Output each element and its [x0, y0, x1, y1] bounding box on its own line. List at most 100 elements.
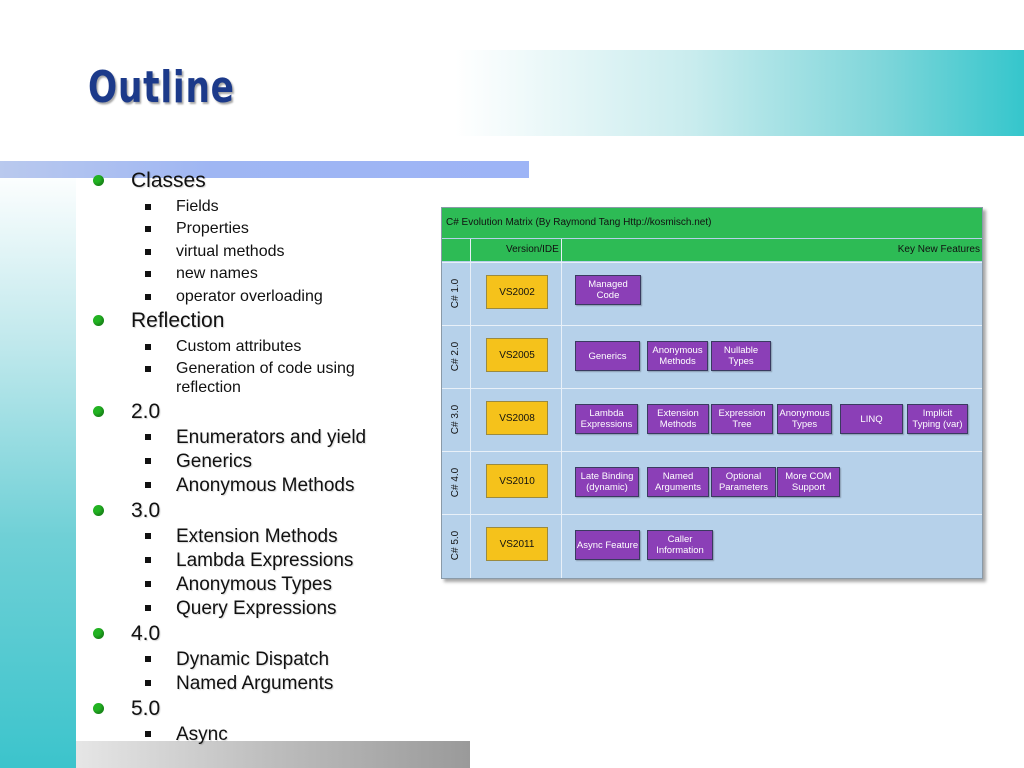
bullet-square-icon — [145, 458, 151, 464]
bullet-dot-icon — [93, 175, 104, 186]
outline-subitem: Fields — [145, 198, 219, 216]
outline-text: 4.0 — [131, 622, 161, 645]
matrix-row — [442, 451, 982, 515]
feature-box: Expression Tree — [711, 404, 773, 434]
feature-box: LINQ — [840, 404, 903, 434]
bullet-dot-icon — [93, 628, 104, 639]
outline-text: 5.0 — [131, 697, 161, 720]
version-label: C# 3.0 — [442, 388, 470, 451]
outline-subitem: Lambda Expressions — [145, 550, 354, 572]
bullet-square-icon — [145, 557, 151, 563]
matrix-divider — [470, 239, 471, 578]
outline-subitem: operator overloading — [145, 288, 323, 306]
outline-text: Dynamic Dispatch — [176, 649, 330, 670]
version-label-text: C# 1.0 — [450, 278, 462, 309]
outline-text: Anonymous Types — [176, 574, 332, 595]
outline-heading: Classes — [93, 169, 206, 193]
outline-text: Generation of code using — [176, 360, 355, 377]
bullet-square-icon — [145, 226, 151, 232]
feature-box: Optional Parameters — [711, 467, 776, 497]
bullet-square-icon — [145, 605, 151, 611]
outline-subitem: new names — [145, 265, 258, 283]
outline-text: operator overloading — [176, 288, 323, 305]
version-label: C# 4.0 — [442, 451, 470, 514]
ide-box: VS2010 — [486, 464, 548, 498]
version-label-text: C# 4.0 — [450, 467, 462, 498]
outline-text: Classes — [131, 169, 206, 192]
matrix-title: C# Evolution Matrix (By Raymond Tang Htt… — [446, 217, 712, 228]
left-gradient-strip — [0, 0, 76, 768]
outline-text: Fields — [176, 198, 219, 215]
matrix-row — [442, 325, 982, 389]
version-label-text: C# 5.0 — [450, 530, 462, 561]
matrix-row — [442, 388, 982, 452]
feature-box: Implicit Typing (var) — [907, 404, 968, 434]
version-label-text: C# 2.0 — [450, 341, 462, 372]
outline-text: Lambda Expressions — [176, 550, 354, 571]
title-band — [76, 50, 1024, 136]
feature-box: Caller Information — [647, 530, 713, 560]
outline-subitem: Anonymous Methods — [145, 475, 355, 497]
outline-text: Generics — [176, 451, 253, 472]
outline-text: Properties — [176, 220, 249, 237]
ide-box: VS2008 — [486, 401, 548, 435]
feature-box: Nullable Types — [711, 341, 771, 371]
matrix-col-version: Version/IDE — [506, 244, 559, 255]
outline-subitem: Custom attributes — [145, 338, 301, 356]
outline-text: 3.0 — [131, 499, 161, 522]
outline-subitem: Query Expressions — [145, 598, 337, 620]
outline-text: virtual methods — [176, 243, 285, 260]
bullet-square-icon — [145, 271, 151, 277]
version-label: C# 2.0 — [442, 325, 470, 388]
ide-box: VS2002 — [486, 275, 548, 309]
matrix-divider — [561, 239, 562, 578]
outline-subitem: Dynamic Dispatch — [145, 649, 330, 671]
outline-text: 2.0 — [131, 400, 161, 423]
outline-subitem: Async — [145, 724, 228, 746]
outline-text: Reflection — [131, 309, 225, 332]
feature-box: Anonymous Methods — [647, 341, 708, 371]
feature-box: Lambda Expressions — [575, 404, 638, 434]
outline-text: new names — [176, 265, 258, 282]
bullet-square-icon — [145, 434, 151, 440]
outline-heading: 4.0 — [93, 622, 161, 646]
outline-subitem-continuation: reflection — [176, 379, 241, 397]
outline-heading: Reflection — [93, 309, 225, 333]
bullet-square-icon — [145, 656, 151, 662]
bullet-dot-icon — [93, 703, 104, 714]
bullet-square-icon — [145, 204, 151, 210]
feature-box: More COM Support — [777, 467, 840, 497]
bullet-square-icon — [145, 366, 151, 372]
feature-box: Async Feature — [575, 530, 640, 560]
bullet-square-icon — [145, 294, 151, 300]
bullet-square-icon — [145, 344, 151, 350]
bullet-square-icon — [145, 680, 151, 686]
outline-subitem: virtual methods — [145, 243, 285, 261]
bullet-square-icon — [145, 533, 151, 539]
feature-box: Anonymous Types — [777, 404, 832, 434]
outline-text: Async — [176, 724, 228, 745]
bullet-square-icon — [145, 581, 151, 587]
outline-heading: 3.0 — [93, 499, 161, 523]
outline-heading: 5.0 — [93, 697, 161, 721]
outline-heading: 2.0 — [93, 400, 161, 424]
ide-box: VS2005 — [486, 338, 548, 372]
version-label: C# 1.0 — [442, 262, 470, 325]
outline-subitem: Extension Methods — [145, 526, 338, 548]
outline-subitem: Named Arguments — [145, 673, 333, 695]
matrix-column-headers: Version/IDE Key New Features — [442, 239, 982, 261]
bullet-dot-icon — [93, 505, 104, 516]
outline-subitem: Properties — [145, 220, 249, 238]
ide-box: VS2011 — [486, 527, 548, 561]
slide-title: Outline — [88, 62, 235, 113]
outline-subitem: Anonymous Types — [145, 574, 332, 596]
outline-text: Extension Methods — [176, 526, 338, 547]
bullet-square-icon — [145, 482, 151, 488]
matrix-title-bar: C# Evolution Matrix (By Raymond Tang Htt… — [442, 208, 982, 238]
version-label-text: C# 3.0 — [450, 404, 462, 435]
outline-text: Enumerators and yield — [176, 427, 367, 448]
outline-subitem: Generics — [145, 451, 253, 473]
outline-text: Query Expressions — [176, 598, 337, 619]
bullet-square-icon — [145, 731, 151, 737]
